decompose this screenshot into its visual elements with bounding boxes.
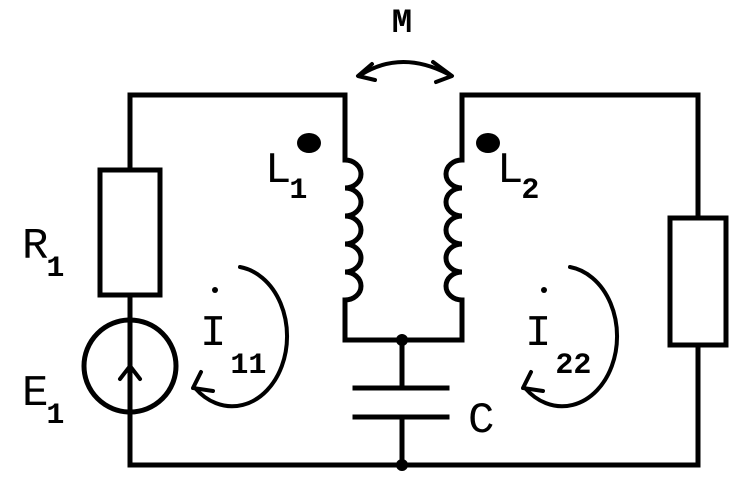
loop-current-arc-I22 [523,265,619,409]
mutual-arrow-right-icon [431,60,454,84]
loop-current-dot-I11 [212,287,218,293]
mutual-arc [360,60,450,76]
junction-dot-bottom [396,459,408,471]
label-R1: R1 [22,222,64,286]
loop-current-arrow-I22-icon [521,370,545,393]
polarity-dot-L1 [297,133,321,153]
label-mutual: M [392,5,412,43]
source-arrow-icon [118,364,142,381]
loop-current-arrow-I11-icon [191,370,215,393]
label-L1: L1 [265,146,307,208]
inductor-L2 [443,92,465,343]
junction-dot-top [396,334,408,346]
label-L2: L2 [497,146,539,208]
resistor-load [667,215,729,348]
left-loop-wire [127,92,701,468]
resistor-R1 [97,167,163,298]
middle-branch-wire [342,337,465,468]
label-I22: I22 [525,309,591,383]
loop-current-arc-I11 [193,265,289,409]
inductor-L1 [342,92,364,343]
label-I11: I11 [200,309,266,383]
polarity-dot-L2 [476,133,500,153]
loop-current-dot-I22 [541,287,547,293]
mutual-arrow-left-icon [356,62,377,82]
label-C: C [468,396,494,446]
label-E1: E1 [22,369,64,433]
